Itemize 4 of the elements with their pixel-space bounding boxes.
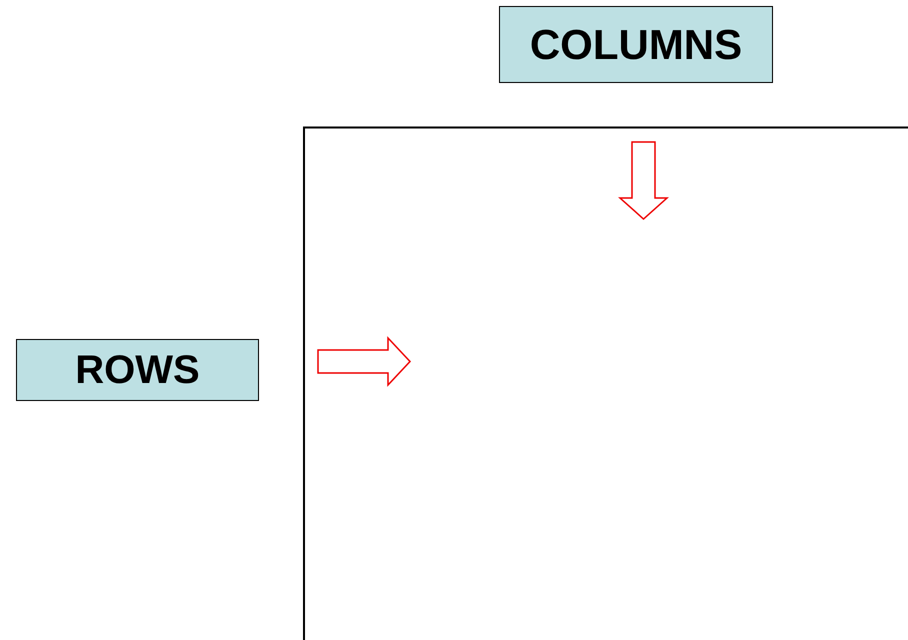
label-box bbox=[499, 6, 773, 83]
heading-text: COLUMNS bbox=[530, 20, 742, 68]
heading-text: ROWS bbox=[75, 348, 200, 392]
label-box bbox=[16, 339, 259, 401]
